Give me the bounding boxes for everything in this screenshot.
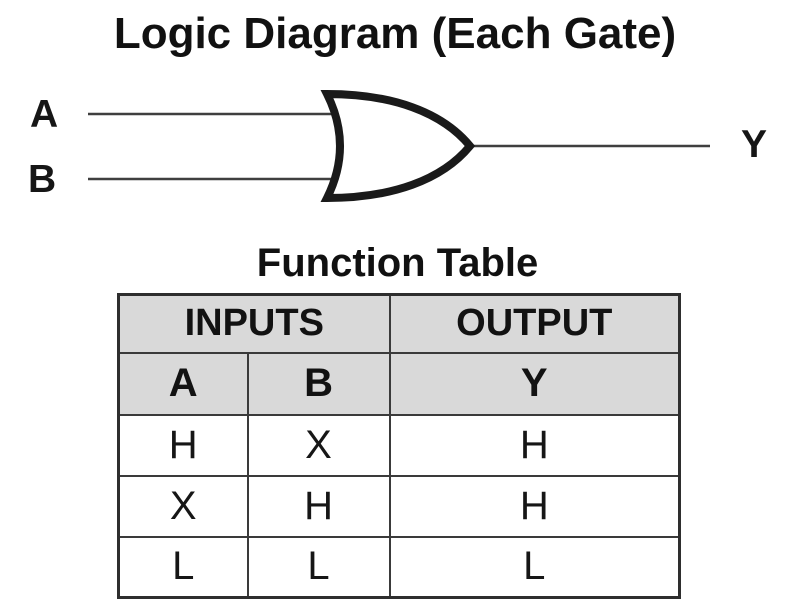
input-a-label: A <box>30 93 59 136</box>
column-header-a: A <box>117 351 249 416</box>
table-row: L L L <box>117 535 681 599</box>
table-row: X H H <box>117 474 681 538</box>
cell-b-2: H <box>246 474 391 538</box>
output-y-label: Y <box>741 123 768 166</box>
inputs-group-header: INPUTS <box>117 293 391 354</box>
or-gate-diagram <box>88 89 710 203</box>
cell-a-1: H <box>117 413 249 477</box>
cell-b-1: X <box>246 413 391 477</box>
function-table-title: Function Table <box>256 241 539 285</box>
cell-b-3: L <box>246 535 391 599</box>
cell-y-3: L <box>388 535 681 599</box>
table-column-header-row: A B Y <box>117 351 681 416</box>
column-header-y: Y <box>388 351 681 416</box>
diagram-title: Logic Diagram (Each Gate) <box>113 9 677 58</box>
table-group-header-row: INPUTS OUTPUT <box>117 293 681 354</box>
cell-y-2: H <box>388 474 681 538</box>
output-group-header: OUTPUT <box>388 293 681 354</box>
or-gate-icon <box>320 89 476 203</box>
cell-a-2: X <box>117 474 249 538</box>
cell-a-3: L <box>117 535 249 599</box>
input-b-label: B <box>28 158 57 201</box>
column-header-b: B <box>246 351 391 416</box>
function-table: INPUTS OUTPUT A B Y H X H X H H L L <box>117 293 682 599</box>
cell-y-1: H <box>388 413 681 477</box>
table-row: H X H <box>117 413 681 477</box>
